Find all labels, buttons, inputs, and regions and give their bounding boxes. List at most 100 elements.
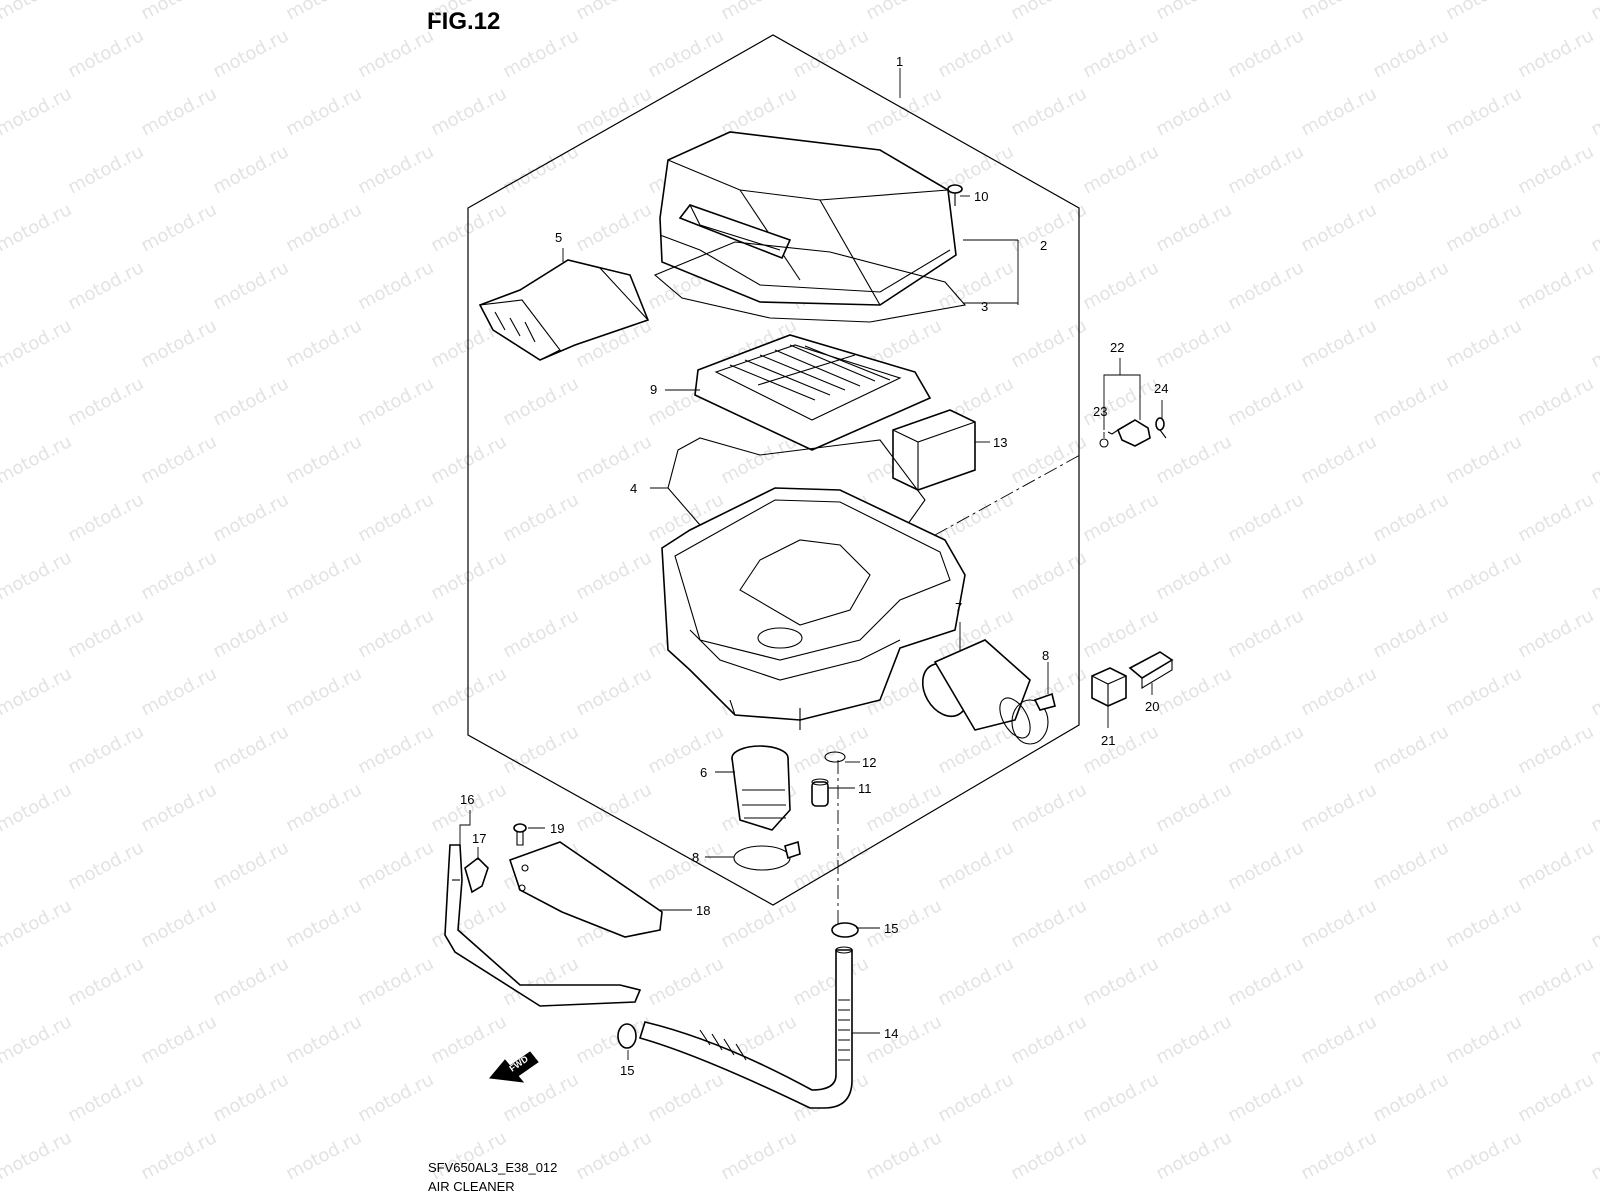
watermark-text: motod.ru bbox=[1587, 1127, 1600, 1184]
watermark-text: motod.ru bbox=[64, 837, 147, 894]
watermark-text: motod.ru bbox=[934, 837, 1017, 894]
watermark-text: motod.ru bbox=[1007, 0, 1090, 24]
watermark-text: motod.ru bbox=[1587, 431, 1600, 488]
watermark-text: motod.ru bbox=[0, 199, 75, 256]
watermark-text: motod.ru bbox=[1442, 315, 1525, 372]
callout-15-upper: 15 bbox=[884, 921, 898, 936]
callout-13: 13 bbox=[993, 435, 1007, 450]
watermark-text: motod.ru bbox=[282, 0, 365, 24]
callout-10: 10 bbox=[974, 189, 988, 204]
watermark-text: motod.ru bbox=[0, 0, 75, 24]
watermark-text: motod.ru bbox=[1514, 141, 1597, 198]
watermark-text: motod.ru bbox=[427, 431, 510, 488]
watermark-text: motod.ru bbox=[1152, 199, 1235, 256]
cap-seal bbox=[653, 241, 967, 323]
watermark-text: motod.ru bbox=[862, 1127, 945, 1184]
watermark-text: motod.ru bbox=[354, 141, 437, 198]
watermark-text: motod.ru bbox=[644, 1069, 727, 1126]
watermark-text: motod.ru bbox=[282, 663, 365, 720]
callout-12: 12 bbox=[862, 755, 876, 770]
watermark-text: motod.ru bbox=[354, 953, 437, 1010]
watermark-text: motod.ru bbox=[1514, 1069, 1597, 1126]
air-cleaner-case bbox=[661, 487, 966, 730]
watermark-text: motod.ru bbox=[427, 779, 510, 836]
watermark-text: motod.ru bbox=[1007, 895, 1090, 952]
watermark-text: motod.ru bbox=[354, 25, 437, 82]
watermark-text: motod.ru bbox=[717, 1127, 800, 1184]
watermark-text: motod.ru bbox=[862, 895, 945, 952]
watermark-text: motod.ru bbox=[1224, 837, 1307, 894]
watermark-text: motod.ru bbox=[1224, 605, 1307, 662]
side-bracket bbox=[444, 844, 642, 1007]
watermark-text: motod.ru bbox=[572, 1127, 655, 1184]
callout-3: 3 bbox=[981, 299, 988, 314]
watermark-text: motod.ru bbox=[354, 489, 437, 546]
watermark-text: motod.ru bbox=[1007, 431, 1090, 488]
watermark-text: motod.ru bbox=[0, 779, 75, 836]
watermark-text: motod.ru bbox=[0, 547, 75, 604]
watermark-text: motod.ru bbox=[862, 1011, 945, 1068]
watermark-text: motod.ru bbox=[572, 199, 655, 256]
watermark-text: motod.ru bbox=[1297, 895, 1380, 952]
callout-24: 24 bbox=[1154, 381, 1168, 396]
watermark-text: motod.ru bbox=[1007, 315, 1090, 372]
watermark-text: motod.ru bbox=[1587, 547, 1600, 604]
drain-hose-clamp-lower bbox=[617, 1023, 637, 1049]
watermark-text: motod.ru bbox=[934, 1069, 1017, 1126]
figure-title: FIG.12 bbox=[427, 8, 501, 35]
watermark-text: motod.ru bbox=[282, 1127, 365, 1184]
watermark-text: motod.ru bbox=[1297, 1011, 1380, 1068]
watermark-text: motod.ru bbox=[1514, 25, 1597, 82]
watermark-text: motod.ru bbox=[1297, 83, 1380, 140]
watermark-text: motod.ru bbox=[137, 431, 220, 488]
filter-element bbox=[694, 334, 932, 451]
watermark-text: motod.ru bbox=[209, 489, 292, 546]
callout-11: 11 bbox=[858, 781, 872, 796]
watermark-text: motod.ru bbox=[862, 83, 945, 140]
watermark-text: motod.ru bbox=[1442, 83, 1525, 140]
watermark-text: motod.ru bbox=[1369, 489, 1452, 546]
watermark-text: motod.ru bbox=[1224, 373, 1307, 430]
callout-8-lower: 8 bbox=[692, 850, 699, 865]
watermark-text: motod.ru bbox=[1369, 605, 1452, 662]
watermark-text: motod.ru bbox=[934, 25, 1017, 82]
sensor-screw bbox=[1155, 417, 1167, 439]
watermark-text: motod.ru bbox=[427, 1127, 510, 1184]
callout-22: 22 bbox=[1110, 340, 1124, 355]
watermark-text: motod.ru bbox=[0, 663, 75, 720]
watermark-text: motod.ru bbox=[354, 837, 437, 894]
model-code: SFV650AL3_E38_012 bbox=[428, 1160, 558, 1175]
watermark-text: motod.ru bbox=[137, 199, 220, 256]
watermark-text: motod.ru bbox=[137, 1127, 220, 1184]
watermark-text: motod.ru bbox=[1442, 663, 1525, 720]
callout-23: 23 bbox=[1093, 404, 1107, 419]
watermark-text: motod.ru bbox=[1224, 489, 1307, 546]
watermark-text: motod.ru bbox=[1369, 25, 1452, 82]
watermark-text: motod.ru bbox=[1297, 431, 1380, 488]
watermark-text: motod.ru bbox=[1152, 1011, 1235, 1068]
watermark-text: motod.ru bbox=[0, 1011, 75, 1068]
watermark-text: motod.ru bbox=[1224, 953, 1307, 1010]
bracket-grommet bbox=[464, 856, 489, 894]
watermark-text: motod.ru bbox=[282, 83, 365, 140]
watermark-text: motod.ru bbox=[499, 373, 582, 430]
watermark-text: motod.ru bbox=[1442, 0, 1525, 24]
watermark-text: motod.ru bbox=[1369, 1069, 1452, 1126]
watermark-text: motod.ru bbox=[1079, 489, 1162, 546]
watermark-text: motod.ru bbox=[64, 953, 147, 1010]
watermark-text: motod.ru bbox=[1079, 141, 1162, 198]
watermark-text: motod.ru bbox=[1369, 257, 1452, 314]
watermark-text: motod.ru bbox=[137, 547, 220, 604]
watermark-text: motod.ru bbox=[1079, 605, 1162, 662]
watermark-text: motod.ru bbox=[1079, 953, 1162, 1010]
callout-20: 20 bbox=[1145, 699, 1159, 714]
watermark-text: motod.ru bbox=[499, 25, 582, 82]
watermark-text: motod.ru bbox=[1442, 895, 1525, 952]
watermark-text: motod.ru bbox=[64, 257, 147, 314]
watermark-text: motod.ru bbox=[572, 547, 655, 604]
watermark-text: motod.ru bbox=[427, 663, 510, 720]
watermark-text: motod.ru bbox=[354, 721, 437, 778]
watermark-text: motod.ru bbox=[282, 431, 365, 488]
watermark-text: motod.ru bbox=[1224, 257, 1307, 314]
